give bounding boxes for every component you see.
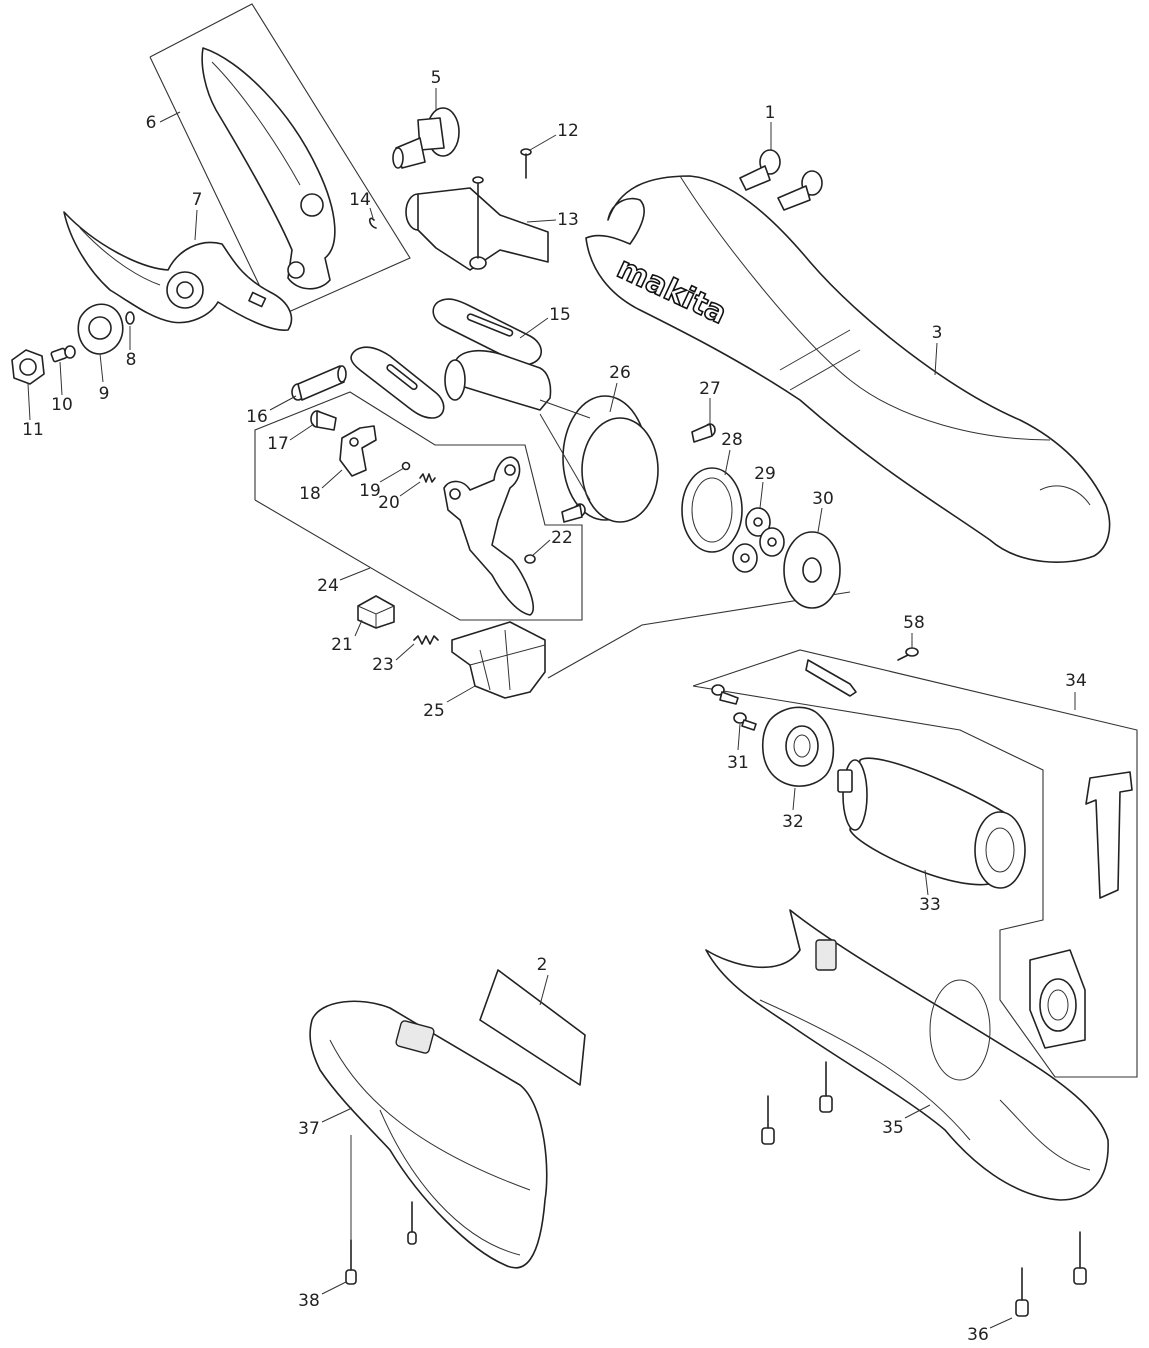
callout-22: 22 <box>551 528 573 548</box>
callout-2: 2 <box>537 955 548 975</box>
callout-16: 16 <box>246 407 268 427</box>
screw-left-26 <box>561 503 586 523</box>
trigger-24 <box>443 456 535 616</box>
screws-31 <box>711 684 757 731</box>
callout-20: 20 <box>378 493 400 513</box>
hex-socket-bolt-10 <box>50 345 76 363</box>
group-outline-34 <box>692 649 1138 1078</box>
tapping-screw-12 <box>520 148 532 179</box>
upper-housing-3: makita <box>585 175 1111 563</box>
callout-12: 12 <box>557 121 579 141</box>
callout-21: 21 <box>331 635 353 655</box>
callout-25: 25 <box>423 701 445 721</box>
callout-15: 15 <box>549 305 571 325</box>
link-plate-lower <box>350 346 445 419</box>
pivot-shaft-5 <box>392 107 460 169</box>
spindle-gear-26 <box>444 349 659 523</box>
callout-28: 28 <box>721 430 743 450</box>
o-ring-8 <box>125 311 135 325</box>
callout-11: 11 <box>22 420 44 440</box>
group-outline-6 <box>149 3 411 319</box>
callout-1: 1 <box>765 103 776 123</box>
flat-washer-30 <box>783 531 841 609</box>
lower-blade-7 <box>63 211 293 331</box>
callout-33: 33 <box>919 895 941 915</box>
callout-7: 7 <box>192 190 203 210</box>
switch-holder-25 <box>451 621 546 699</box>
motor-bracket-32 <box>761 706 835 787</box>
planet-gears-29 <box>732 507 785 573</box>
tapping-screws-36 <box>761 1061 1087 1317</box>
housing-left-37 <box>309 1000 548 1269</box>
callout-34: 34 <box>1065 671 1087 691</box>
bushing-holder-13 <box>405 176 549 271</box>
screw-27 <box>691 423 716 443</box>
callout-27: 27 <box>699 379 721 399</box>
dc-motor-33 <box>837 757 1026 889</box>
pin-22 <box>524 554 536 564</box>
callout-17: 17 <box>267 434 289 454</box>
callout-29: 29 <box>754 464 776 484</box>
lead-terminal-58 <box>805 647 919 697</box>
callout-3: 3 <box>932 323 943 343</box>
pin-16 <box>291 365 347 401</box>
compression-spring-20 <box>419 473 436 483</box>
hex-nut-11 <box>11 349 45 385</box>
lock-plate-9 <box>77 303 124 355</box>
callout-13: 13 <box>557 210 579 230</box>
connector-34 <box>1029 949 1086 1049</box>
compression-spring-23 <box>413 635 439 645</box>
callout-58: 58 <box>903 613 925 633</box>
callout-8: 8 <box>126 350 137 370</box>
group-outline-24 <box>254 391 583 621</box>
housing-right-35 <box>705 909 1109 1201</box>
callout-30: 30 <box>812 489 834 509</box>
callout-24: 24 <box>317 576 339 596</box>
shoulder-screw-17 <box>310 410 337 431</box>
callout-6: 6 <box>146 113 157 133</box>
stopper-21 <box>357 595 395 629</box>
callout-labels: 1 2 3 5 6 7 8 9 10 11 12 13 14 15 16 17 … <box>22 68 1087 1345</box>
callout-5: 5 <box>431 68 442 88</box>
callout-10: 10 <box>51 395 73 415</box>
leader-lines <box>27 88 1076 1329</box>
group-outlines <box>149 3 1138 1078</box>
callout-35: 35 <box>882 1118 904 1138</box>
callout-31: 31 <box>727 753 749 773</box>
name-plate-2 <box>479 969 586 1086</box>
callout-9: 9 <box>99 384 110 404</box>
switch-plate-34 <box>1085 771 1133 899</box>
callout-14: 14 <box>349 190 371 210</box>
upper-blade-6 <box>201 47 336 290</box>
callout-32: 32 <box>782 812 804 832</box>
lever-18 <box>339 425 377 477</box>
callout-36: 36 <box>967 1325 989 1345</box>
ring-gear-28 <box>681 467 743 553</box>
callout-19: 19 <box>359 481 381 501</box>
callout-37: 37 <box>298 1119 320 1139</box>
steel-ball-19 <box>401 461 411 471</box>
screws-1 <box>739 149 823 211</box>
retaining-ring-14 <box>368 217 377 229</box>
group-outline-53 <box>547 591 851 679</box>
callout-38: 38 <box>298 1291 320 1311</box>
callout-26: 26 <box>609 363 631 383</box>
callout-23: 23 <box>372 655 394 675</box>
tapping-screws-38 <box>345 1201 417 1285</box>
callout-18: 18 <box>299 484 321 504</box>
